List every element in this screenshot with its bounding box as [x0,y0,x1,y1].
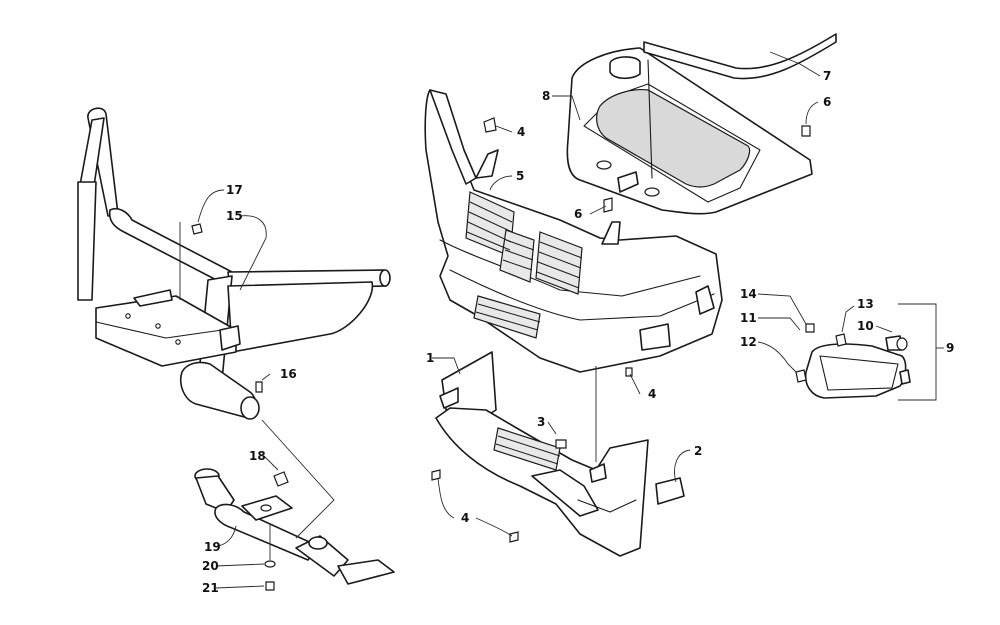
callout-18: 18 [249,449,266,463]
callout-labels: 1 2 3 4 4 4 5 6 6 7 8 9 10 11 12 13 14 1… [202,69,954,595]
callout-21: 21 [202,581,219,595]
leader-lines [179,51,944,589]
callout-4-upper: 4 [517,125,525,139]
fasteners [191,117,847,591]
callout-4-middle: 4 [648,387,656,401]
callout-4-lower: 4 [461,511,469,525]
callout-9: 9 [946,341,954,355]
front-bumper-guard [77,107,391,420]
callout-5: 5 [516,169,524,183]
callout-19: 19 [204,540,221,554]
callout-20: 20 [202,559,219,573]
callout-11: 11 [740,311,757,325]
callout-2: 2 [694,444,702,458]
lower-bumper-tube [194,468,395,585]
callout-17: 17 [226,183,243,197]
callout-6-left: 6 [574,207,582,221]
front-fascia [424,89,723,373]
hood-trim-strip [643,33,837,80]
callout-3: 3 [537,415,545,429]
callout-7: 7 [823,69,831,83]
callout-16: 16 [280,367,297,381]
callout-6-right: 6 [823,95,831,109]
callout-15: 15 [226,209,243,223]
callout-12: 12 [740,335,757,349]
lower-splash-panel [435,351,649,557]
callout-10: 10 [857,319,874,333]
headlight-assembly [804,335,911,399]
callout-1: 1 [426,351,434,365]
callout-14: 14 [740,287,757,301]
callout-13: 13 [857,297,874,311]
front-hood-cover [566,47,813,215]
callout-8: 8 [542,89,550,103]
